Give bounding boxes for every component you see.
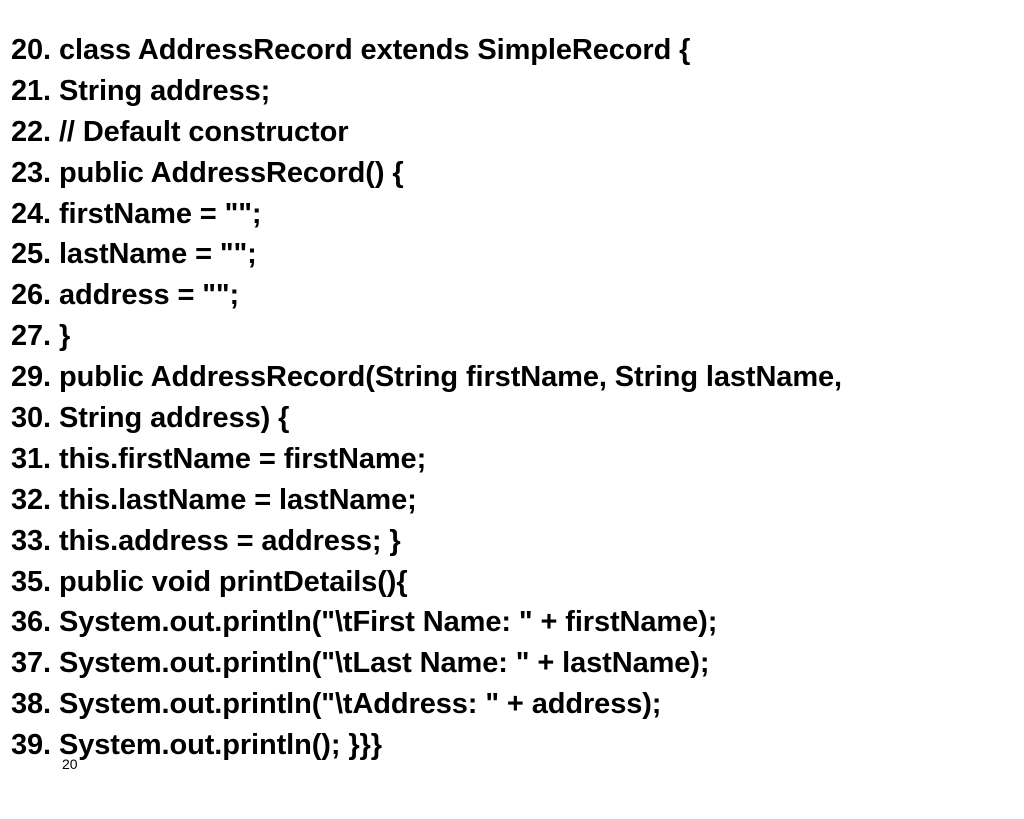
- code-listing: 20. class AddressRecord extends SimpleRe…: [11, 30, 842, 766]
- code-line: 26. address = "";: [11, 279, 240, 312]
- code-line: 37. System.out.println("\tLast Name: " +…: [11, 647, 710, 680]
- code-line: 30. String address) {: [11, 402, 290, 435]
- code-line: 29. public AddressRecord(String firstNam…: [11, 361, 843, 394]
- code-line: 32. this.lastName = lastName;: [11, 483, 417, 516]
- code-line: 21. String address;: [11, 74, 271, 107]
- code-line: 27. }: [11, 320, 71, 353]
- code-line: 36. System.out.println("\tFirst Name: " …: [11, 606, 718, 639]
- code-line: 39. System.out.println(); }}}: [11, 729, 382, 762]
- slide-number: 20: [62, 756, 78, 772]
- code-line: 38. System.out.println("\tAddress: " + a…: [11, 688, 662, 721]
- code-line: 22. // Default constructor: [11, 115, 349, 148]
- code-line: 23. public AddressRecord() {: [11, 156, 404, 189]
- code-line: 31. this.firstName = firstName;: [11, 442, 427, 475]
- code-line: 35. public void printDetails(){: [11, 565, 408, 598]
- code-line: 24. firstName = "";: [11, 197, 262, 230]
- code-line: 33. this.address = address; }: [11, 524, 401, 557]
- code-line: 20. class AddressRecord extends SimpleRe…: [11, 34, 691, 66]
- code-line: 25. lastName = "";: [11, 238, 257, 271]
